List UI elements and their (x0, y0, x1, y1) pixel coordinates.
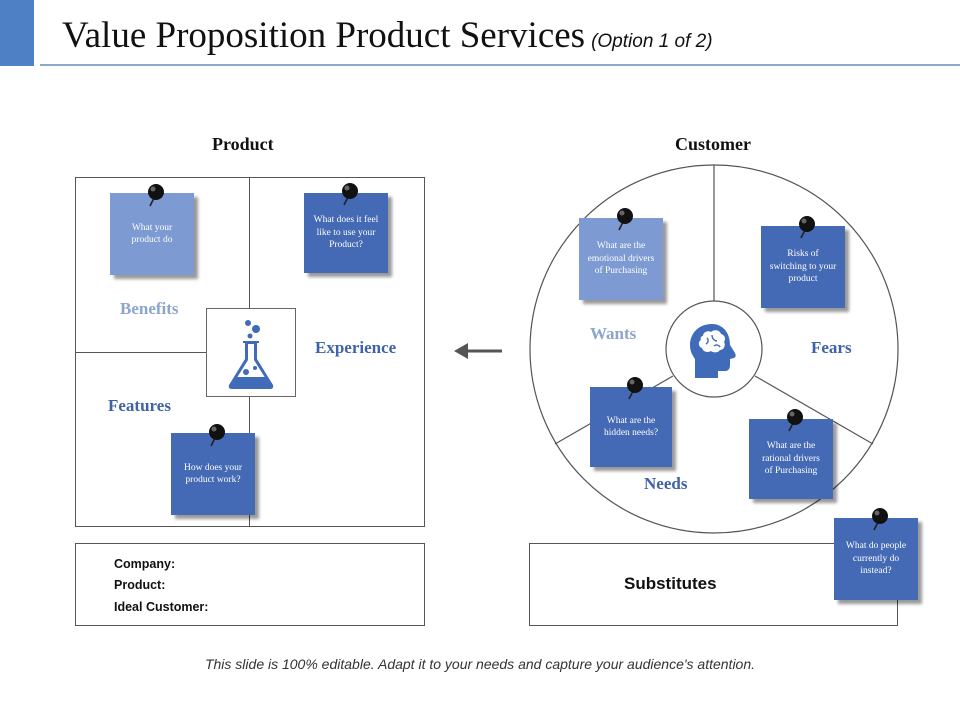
pushpin-icon (616, 207, 634, 231)
experience-label: Experience (315, 338, 397, 357)
substitutes-label: Substitutes (624, 574, 717, 593)
note-how-work: How does your product work? (171, 433, 255, 515)
page-title: Value Proposition Product Services(Optio… (62, 14, 713, 57)
note-hidden-needs: What are the hidden needs? (590, 387, 672, 467)
pushpin-icon (208, 423, 226, 447)
footer-caption: This slide is 100% editable. Adapt it to… (204, 656, 756, 672)
company-label: Company: (114, 557, 176, 571)
note-feel-like: What does it feel like to use your Produ… (304, 193, 388, 273)
product-divider-horizontal (75, 352, 250, 353)
fears-label: Fears (811, 338, 852, 357)
note-rational-drivers: What are the rational drivers of Purchas… (749, 419, 833, 499)
title-sub: (Option 1 of 2) (591, 31, 713, 52)
note-what-product-do: What your product do (110, 193, 194, 275)
pushpin-icon (798, 215, 816, 239)
flask-box (206, 308, 296, 397)
flask-icon (228, 320, 274, 389)
needs-label: Needs (644, 474, 688, 493)
pushpin-icon (341, 182, 359, 206)
product-label: Product: (114, 578, 166, 592)
features-label: Features (108, 396, 171, 415)
benefits-label: Benefits (120, 299, 179, 318)
head-brain-icon (690, 324, 736, 378)
pushpin-icon (147, 183, 165, 207)
note-currently-instead: What do people currently do instead? (834, 518, 918, 600)
info-box (75, 543, 425, 626)
pushpin-icon (871, 507, 889, 531)
substitutes-box (529, 543, 898, 626)
customer-heading: Customer (675, 134, 751, 154)
ideal-customer-label: Ideal Customer: (114, 600, 209, 614)
product-heading: Product (212, 134, 274, 154)
wants-label: Wants (590, 324, 637, 343)
note-risks-switching: Risks of switching to your product (761, 226, 845, 308)
note-emotional-drivers: What are the emotional drivers of Purcha… (579, 218, 663, 300)
arrow-left-icon (454, 343, 502, 359)
title-rule (40, 64, 960, 66)
pushpin-icon (786, 408, 804, 432)
pushpin-icon (626, 376, 644, 400)
accent-bar (0, 0, 34, 66)
title-main: Value Proposition Product Services (62, 15, 586, 56)
